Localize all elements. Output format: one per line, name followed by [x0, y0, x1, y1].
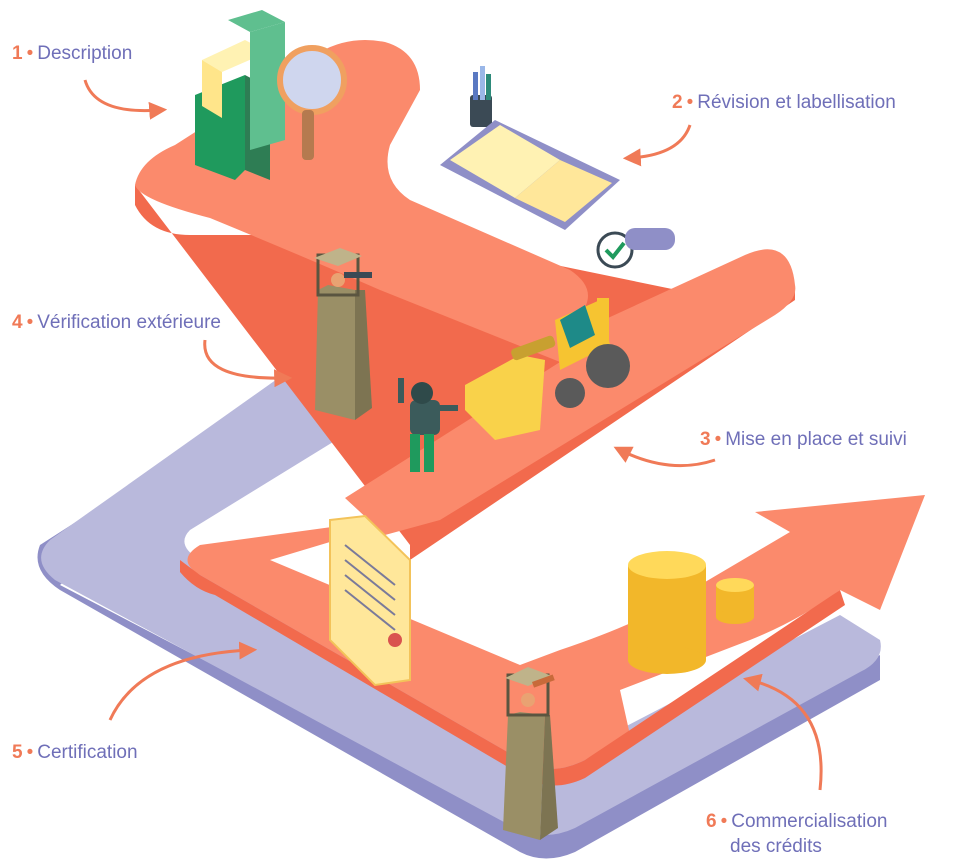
certificate-icon [329, 514, 411, 687]
step-6-label-line2: des crédits [730, 836, 822, 857]
excavator-worker-icon [398, 298, 630, 472]
step-1-label: 1•Description [12, 43, 133, 64]
orange-track [135, 39, 925, 786]
pointer-arrows [83, 79, 823, 791]
step-4-label: 4•Vérification extérieure [12, 312, 221, 333]
notebook-stamp-icon [440, 66, 675, 269]
watchtower-icon [314, 248, 372, 420]
step-2-label: 2•Révision et labellisation [672, 92, 896, 113]
folder-magnifier-icon [195, 10, 347, 180]
step-6-label: 6•Commercialisation [706, 811, 888, 832]
watchtower-icon-2 [503, 667, 558, 840]
coins-icon [628, 551, 754, 674]
step-3-label: 3•Mise en place et suivi [700, 429, 907, 450]
step-5-label: 5•Certification [12, 742, 138, 763]
